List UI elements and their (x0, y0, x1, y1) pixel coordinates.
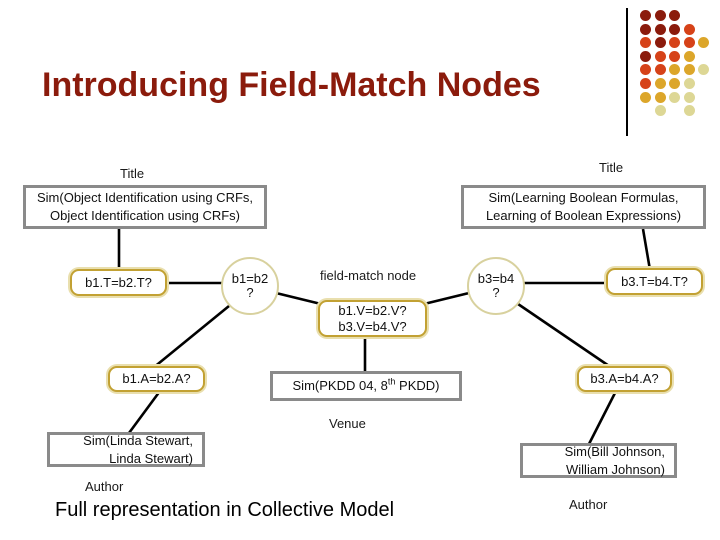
decision-node-b1b2-line2: ? (246, 285, 254, 300)
record-box-author-left: Sim(Linda Stewart, Linda Stewart) (47, 432, 205, 467)
decor-dot (669, 91, 680, 103)
record-box-author-right-line1: Sim(Bill Johnson, (564, 443, 665, 459)
decor-dot (669, 78, 680, 89)
decision-node-b1b2-line1: b1=b2 (231, 271, 269, 286)
decor-dot (654, 78, 666, 89)
connector-circle1-to-b1a (152, 304, 230, 370)
decor-dot (669, 37, 680, 49)
decor-dot (654, 10, 666, 21)
venue-text-post: PKDD) (395, 378, 440, 393)
decor-dot (683, 50, 695, 62)
connector-right-title-to-b3t (641, 228, 652, 271)
match-node-venue-line2: b3.V=b4.V? (338, 318, 407, 334)
label-field-match-node: field-match node (320, 268, 417, 283)
decorative-dot-grid (640, 10, 720, 132)
decor-dot (683, 37, 695, 49)
decor-dot (669, 23, 680, 35)
connector-b3a-to-right-author (587, 390, 618, 445)
decor-dot (669, 10, 680, 21)
label-title-left: Title (120, 166, 145, 181)
decor-dot (698, 37, 709, 49)
decor-dot (683, 23, 695, 35)
match-node-b1t: b1.T=b2.T? (70, 269, 167, 296)
record-box-venue: Sim(PKDD 04, 8th PKDD) (270, 371, 462, 401)
match-node-b3a-text: b3.A=b4.A? (590, 371, 659, 386)
record-box-title-right: Sim(Learning Boolean Formulas, Learning … (461, 185, 706, 229)
record-box-author-right-line2: William Johnson) (566, 461, 665, 477)
decor-dot (640, 50, 651, 62)
venue-text-superscript: th (387, 376, 396, 387)
decor-dot (683, 105, 695, 117)
match-node-b1t-text: b1.T=b2.T? (85, 274, 152, 290)
connector-circle2-to-b3a (517, 302, 613, 370)
decor-dot (683, 91, 695, 103)
record-box-author-right: Sim(Bill Johnson, William Johnson) (520, 443, 677, 478)
record-box-title-right-line2: Learning of Boolean Expressions) (485, 208, 682, 223)
label-venue: Venue (329, 416, 366, 431)
decor-dot (698, 64, 709, 76)
decor-dot (640, 78, 651, 89)
connector-circle1-to-vbox (275, 291, 322, 306)
decision-node-b3b4: b3=b4 ? (467, 257, 525, 315)
match-node-b1a: b1.A=b2.A? (108, 366, 205, 392)
record-box-title-right-line1: Sim(Learning Boolean Formulas, (488, 190, 679, 205)
venue-text-pre: Sim(PKDD 04, 8 (292, 378, 388, 393)
decor-dot (654, 37, 666, 49)
decision-node-b3b4-line1: b3=b4 (477, 271, 515, 286)
decor-dot (683, 78, 695, 89)
decor-dot (640, 10, 651, 21)
connector-circle2-to-vbox (423, 291, 470, 306)
decision-node-b1b2: b1=b2 ? (221, 257, 279, 315)
record-box-author-left-line1: Sim(Linda Stewart, (83, 432, 193, 448)
decision-node-b3b4-line2: ? (492, 285, 500, 300)
match-node-b3a: b3.A=b4.A? (577, 366, 672, 392)
page-title: Introducing Field-Match Nodes (42, 66, 541, 104)
decor-dot (654, 23, 666, 35)
match-node-b3t: b3.T=b4.T? (606, 268, 703, 295)
record-box-venue-text: Sim(PKDD 04, 8th PKDD) (273, 377, 459, 395)
decor-dot (683, 64, 695, 76)
match-node-venue: b1.V=b2.V? b3.V=b4.V? (318, 300, 427, 337)
label-author-left: Author (85, 479, 124, 494)
decor-dot (654, 50, 666, 62)
label-author-right: Author (569, 497, 608, 512)
title-separator-line (626, 8, 628, 136)
record-box-title-left: Sim(Object Identification using CRFs, Ob… (23, 185, 267, 229)
match-node-venue-line1: b1.V=b2.V? (338, 302, 407, 318)
decor-dot (669, 64, 680, 76)
record-box-title-left-line2: Object Identification using CRFs) (49, 208, 241, 223)
decor-dot (669, 50, 680, 62)
decor-dot (654, 64, 666, 76)
decor-dot (654, 91, 666, 103)
footer-caption: Full representation in Collective Model (55, 499, 395, 521)
record-box-author-left-line2: Linda Stewart) (109, 450, 193, 466)
connector-b1a-to-left-author (127, 390, 162, 434)
record-box-title-left-line1: Sim(Object Identification using CRFs, (36, 190, 254, 205)
match-node-b1a-text: b1.A=b2.A? (122, 371, 191, 386)
decor-dot (640, 91, 651, 103)
label-title-right: Title (599, 160, 624, 175)
decor-dot (640, 23, 651, 35)
match-node-b3t-text: b3.T=b4.T? (621, 273, 688, 289)
decor-dot (640, 37, 651, 49)
decor-dot (640, 64, 651, 76)
decor-dot (654, 105, 666, 117)
